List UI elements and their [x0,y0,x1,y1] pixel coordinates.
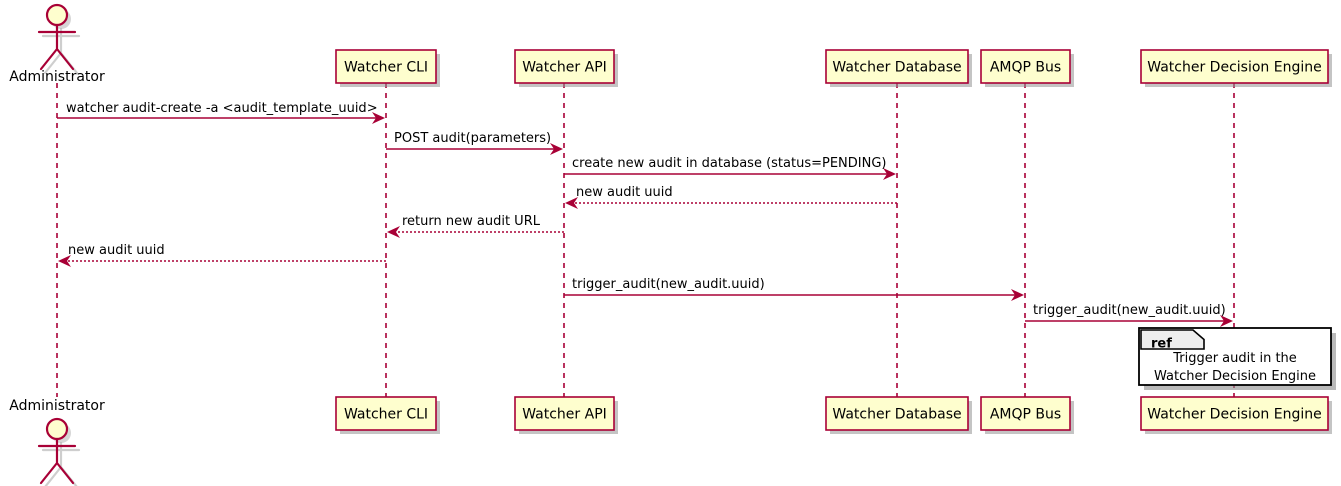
actor-body-shadow [41,441,81,486]
participant-box-rect [825,396,969,431]
message-arrowhead-4 [565,197,578,209]
participant-label-db: Watcher Database [832,407,961,423]
message-label-6: new audit uuid [68,243,165,258]
participant-box-cli[interactable]: Watcher CLI [335,396,440,434]
ref-fragment-tab [1140,329,1205,350]
message-arrowhead-8 [1220,315,1233,327]
participant-label-api: Watcher API [522,60,607,76]
participant-box-rect [980,49,1071,84]
actor-admin [37,417,81,486]
participant-box-rect [1140,396,1329,431]
message-arrowhead-6 [58,255,71,267]
message-2: POST audit(parameters) [386,131,563,155]
participant-box-api[interactable]: Watcher API [514,396,618,434]
actor-head [45,3,69,27]
actor-body-shadow [41,27,81,75]
message-arrowhead-5 [387,226,400,238]
participant-label-db: Watcher Database [832,60,961,76]
message-label-7: trigger_audit(new_audit.uuid) [572,277,765,292]
participant-label-amqp: AMQP Bus [990,60,1061,76]
participant-box-db[interactable]: Watcher Database [825,396,972,434]
message-label-5: return new audit URL [402,214,541,229]
participant-box-api[interactable]: Watcher API [514,49,618,87]
message-label-2: POST audit(parameters) [394,131,551,146]
participant-label-api: Watcher API [522,407,607,423]
participant-box-rect [335,396,437,431]
actor-body [37,23,77,71]
participant-box-rect [825,49,969,84]
participant-box-db[interactable]: Watcher Database [825,49,972,87]
message-5: return new audit URL [387,214,564,238]
participant-box-rect [980,396,1071,431]
actor-label-admin: Administrator [9,69,105,85]
message-label-3: create new audit in database (status=PEN… [572,156,887,171]
message-8: trigger_audit(new_audit.uuid) [1025,303,1233,327]
message-3: create new audit in database (status=PEN… [564,156,896,180]
ref-fragment-line-0: Trigger audit in the [1172,351,1297,366]
participant-box-rect [335,49,437,84]
message-arrowhead-2 [550,143,563,155]
message-arrowhead-7 [1011,289,1024,301]
participant-label-amqp: AMQP Bus [990,407,1061,423]
participant-box-wde[interactable]: Watcher Decision Engine [1140,396,1332,434]
messages-group: watcher audit-create -a <audit_template_… [57,101,1233,327]
participant-box-cli[interactable]: Watcher CLI [335,49,440,87]
message-4: new audit uuid [565,185,897,209]
lifelines-group [56,83,1235,397]
participant-box-rect [514,49,615,84]
participant-label-wde: Watcher Decision Engine [1147,60,1321,76]
message-arrowhead-3 [883,168,896,180]
message-6: new audit uuid [58,243,386,267]
actor-head [45,417,69,441]
ref-tab-label: ref [1151,337,1172,352]
participant-label-wde: Watcher Decision Engine [1147,407,1321,423]
participant-label-cli: Watcher CLI [344,60,428,76]
message-label-8: trigger_audit(new_audit.uuid) [1033,303,1226,318]
participant-box-rect [1140,49,1329,84]
message-label-4: new audit uuid [576,185,673,200]
participant-box-amqp[interactable]: AMQP Bus [980,49,1074,87]
actor-body [37,437,77,485]
message-label-1: watcher audit-create -a <audit_template_… [66,101,378,116]
message-1: watcher audit-create -a <audit_template_… [57,101,385,124]
ref-fragment-line-1: Watcher Decision Engine [1154,369,1316,384]
participant-label-cli: Watcher CLI [344,407,428,423]
participant-box-amqp[interactable]: AMQP Bus [980,396,1074,434]
participant-box-rect [514,396,615,431]
actor-admin [37,3,81,75]
message-7: trigger_audit(new_audit.uuid) [564,277,1024,301]
participant-box-wde[interactable]: Watcher Decision Engine [1140,49,1332,87]
message-arrowhead-1 [372,112,385,124]
actor-label-admin: Administrator [9,398,105,414]
